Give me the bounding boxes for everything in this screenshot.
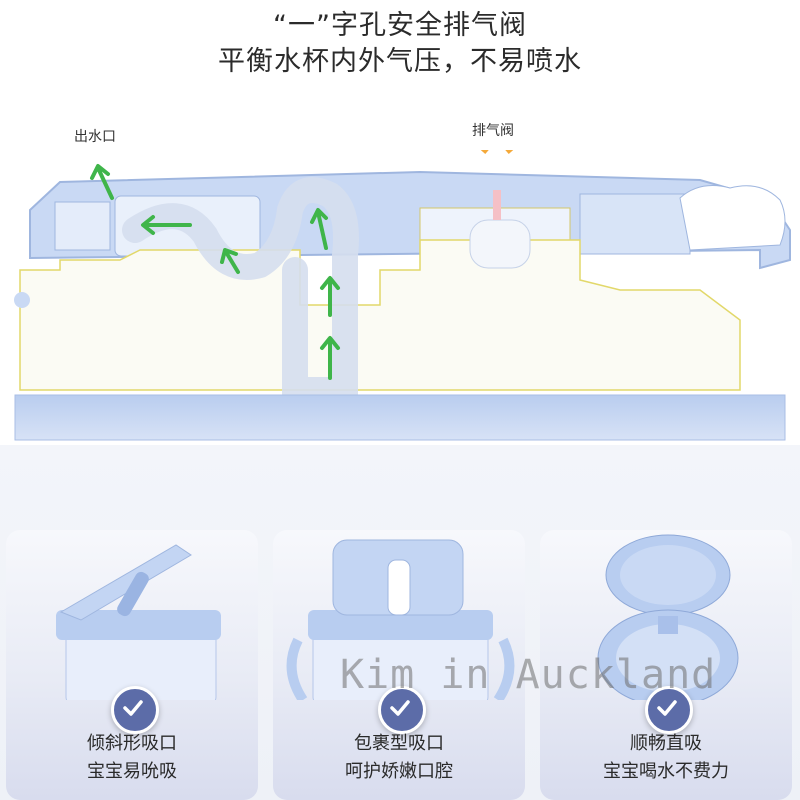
flow-arrow-1	[141, 215, 192, 235]
flow-arrow-4	[320, 276, 340, 317]
outlet-label: 出水口	[74, 129, 116, 145]
card-2-line2: 呵护娇嫩口腔	[345, 761, 453, 782]
vent-valve	[469, 219, 531, 269]
tilted-mouthpiece-cup-image	[56, 544, 221, 700]
headline: “一”字孔安全排气阀 平衡水杯内外气压，不易喷水	[0, 8, 800, 80]
cavity-left	[54, 201, 111, 251]
feature-card-3: 顺畅直吸 宝宝喝水不费力	[540, 530, 792, 800]
card-1-line2: 宝宝易吮吸	[87, 761, 177, 782]
straight-straw-lid-image	[597, 534, 739, 700]
check-icon	[390, 700, 410, 716]
lid-cross-section-diagram	[14, 150, 791, 441]
watermark-text: Kim in Auckland	[340, 652, 717, 698]
flow-arrow-5	[320, 336, 340, 380]
feature-card-2: 包裹型吸口 呵护娇嫩口腔	[273, 530, 525, 800]
vent-slit	[493, 190, 501, 220]
check-icon	[123, 700, 143, 716]
right-cap	[679, 185, 786, 251]
headline-line1: “一”字孔安全排气阀	[273, 10, 527, 41]
card-2-line1: 包裹型吸口	[354, 733, 444, 754]
card-1-line1: 倾斜形吸口	[87, 733, 177, 754]
card-2-caption: 包裹型吸口 呵护娇嫩口腔	[273, 730, 525, 786]
card-2-badge	[378, 686, 426, 734]
flow-arrow-3	[310, 208, 328, 250]
wrapped-mouthpiece-cup-image	[286, 539, 515, 700]
card-3-caption: 顺畅直吸 宝宝喝水不费力	[540, 730, 792, 786]
card-3-line2: 宝宝喝水不费力	[603, 761, 729, 782]
card-3-badge	[645, 686, 693, 734]
card-3-line1: 顺畅直吸	[630, 733, 702, 754]
flow-arrow-outlet	[90, 164, 114, 200]
feature-card-1: 倾斜形吸口 宝宝易吮吸	[6, 530, 258, 800]
straw-tube	[122, 177, 359, 403]
flow-arrow-2	[220, 248, 240, 274]
check-icon	[657, 700, 677, 716]
headline-line2: 平衡水杯内外气压，不易喷水	[218, 46, 582, 77]
vent-label: 排气阀	[472, 123, 514, 139]
base-band	[14, 394, 786, 441]
left-bump	[14, 292, 30, 308]
card-1-badge	[111, 686, 159, 734]
flow-arrows	[90, 164, 340, 380]
cavity-far-right	[579, 193, 691, 255]
card-1-caption: 倾斜形吸口 宝宝易吮吸	[6, 730, 258, 786]
inner-body	[19, 239, 741, 391]
